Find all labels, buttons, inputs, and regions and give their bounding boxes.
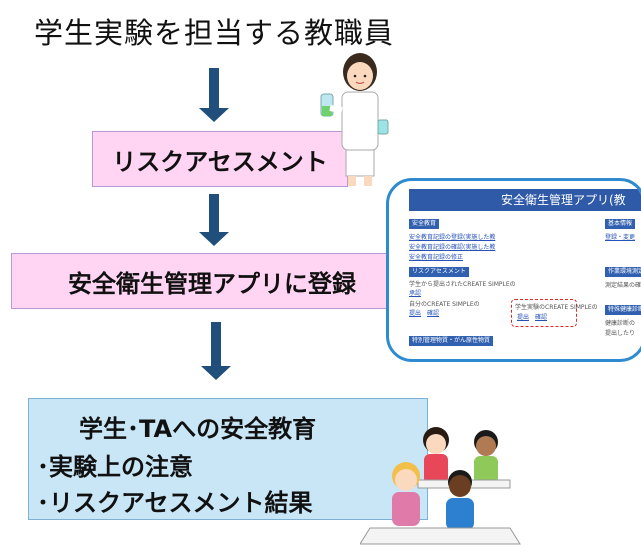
diagram-title: 学生実験を担当する教職員 [34, 16, 395, 50]
link-approve[interactable]: 承認 [409, 290, 422, 297]
education-item-2: ･リスクアセスメント結果 [37, 489, 313, 517]
students-illustration [360, 427, 521, 545]
register-app-box: 安全衛生管理アプリに登録 [11, 253, 413, 309]
risk-assessment-box: リスクアセスメント [92, 131, 348, 187]
link-submit-own[interactable]: 提出 [409, 310, 422, 317]
highlight-student-exp [511, 299, 577, 327]
register-app-label: 安全衛生管理アプリに登録 [68, 269, 356, 298]
education-title: 学生･TAへの安全教育 [79, 415, 317, 443]
link-kihon-update[interactable]: 登録・変更 [605, 234, 636, 241]
section-risk: リスクアセスメント [409, 267, 469, 277]
arrow-down-icon [201, 322, 231, 380]
section-tokutei: 特殊健康診断 [605, 305, 641, 315]
student-cs-text: 学生から提出されたCREATE SIMPLEの [409, 281, 516, 288]
scientist-illustration [320, 53, 389, 186]
section-kihon: 基本情報 [605, 219, 636, 229]
safety-education-box: 学生･TAへの安全教育 ･実験上の注意 ･リスクアセスメント結果 [28, 398, 428, 520]
tokutei-text-2: 提出したり [605, 330, 636, 337]
app-screenshot: 安全衛生管理アプリ(教 安全教育 安全教育記録の登録(実施した教 安全教育記録の… [386, 178, 641, 362]
link-edu-check[interactable]: 安全教育記録の確認(実施した教 [409, 244, 496, 251]
section-anzen: 安全教育 [409, 219, 440, 229]
section-tokubetsu: 特別管理物質・がん原性物質 [409, 336, 494, 346]
arrow-down-icon [199, 194, 229, 246]
education-item-1: ･実験上の注意 [37, 453, 193, 481]
arrow-down-icon [199, 68, 229, 122]
lab-cs-text: 学生実験のCREATE SIMPLEの [515, 304, 598, 311]
section-sagyo: 作業環境測定 [605, 267, 641, 277]
link-check-own[interactable]: 確認 [427, 310, 440, 317]
link-check-lab[interactable]: 確認 [535, 314, 548, 321]
link-edu-register[interactable]: 安全教育記録の登録(実施した教 [409, 234, 496, 241]
risk-assessment-label: リスクアセスメント [112, 147, 328, 176]
link-submit-lab[interactable]: 提出 [517, 314, 530, 321]
own-cs-text: 自分のCREATE SIMPLEの [409, 301, 480, 308]
tokutei-text-1: 健康診断の [605, 320, 636, 327]
link-edu-fix[interactable]: 安全教育記録の修正 [409, 254, 464, 261]
app-header: 安全衛生管理アプリ(教 [409, 189, 641, 211]
sagyo-text: 測定結果の確 [605, 282, 641, 289]
